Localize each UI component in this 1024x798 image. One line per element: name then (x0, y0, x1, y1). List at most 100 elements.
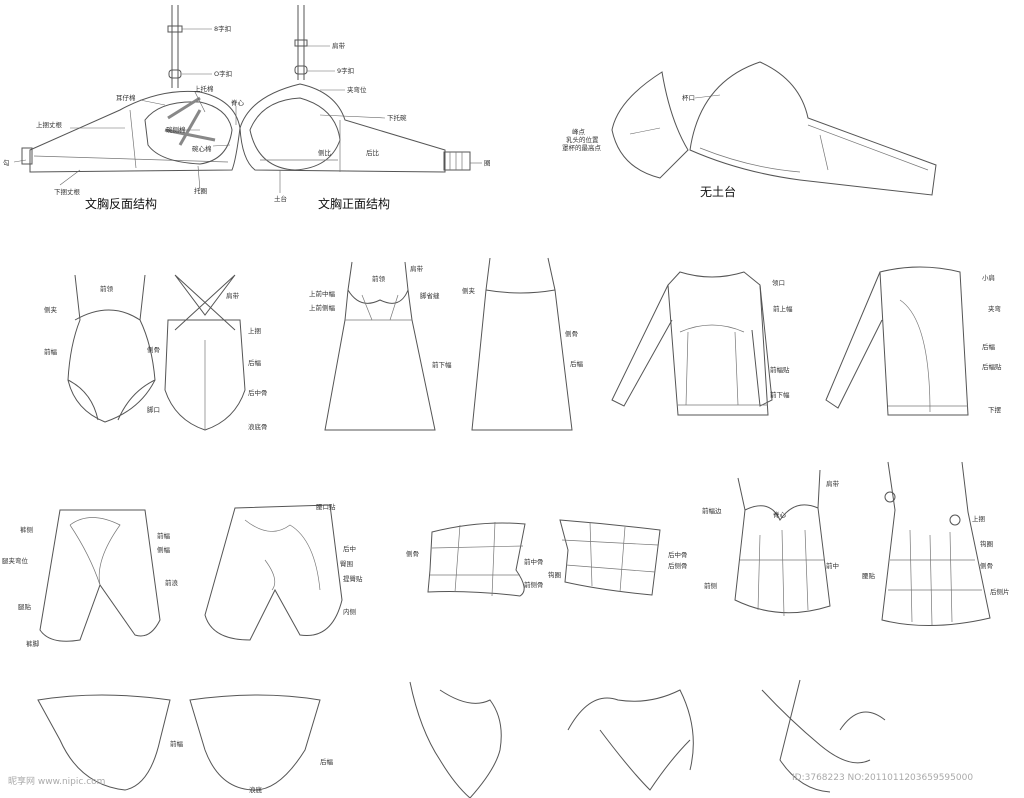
label-apex-note-1: 乳头的位置 (566, 135, 599, 144)
label-side-seam: 侧骨 (980, 561, 993, 570)
label-upper-front-center: 上前中幅 (309, 289, 336, 298)
label-leg-side: 裤侧 (20, 525, 33, 534)
longsleeve-front-seams (678, 324, 768, 406)
label-front-side: 前侧 (704, 581, 717, 590)
brief-diagram: 前幅 浪底 后幅 (37, 694, 334, 794)
brief-front (37, 694, 171, 791)
bodysuit-diagram: 前领 侧夹 前幅 侧骨 脚口 肩带 上捆 后幅 后中骨 浪底骨 (44, 274, 268, 431)
label-armhole: 夹弯 (988, 304, 1002, 313)
caption-bra-front: 文胸正面结构 (318, 196, 390, 211)
bra-back-shape (29, 90, 241, 173)
hook-eye-rows (449, 152, 463, 170)
sketch-3 (761, 679, 886, 793)
label-hem: 下摆 (988, 405, 1002, 414)
label-lower-front: 前下幅 (432, 360, 452, 369)
label-front-side-bone: 前侧骨 (524, 580, 544, 589)
label-upper-pad: 上托棉 (194, 84, 214, 93)
hook-eye-tape (443, 151, 471, 171)
label-upper-band: 上捆 (248, 326, 261, 335)
longsleeve-front-sleeves (611, 284, 773, 407)
label-front-center: 前中 (826, 561, 839, 570)
label-gusset: 浪底骨 (248, 422, 268, 431)
shorts-back-seams (244, 519, 321, 591)
label-back-panel: 后比 (366, 148, 380, 157)
left-ring (168, 69, 182, 79)
longsleeve-front-body (667, 271, 769, 416)
left-strap (171, 5, 179, 88)
left-slider (167, 25, 183, 33)
bra-front-shape (239, 83, 446, 173)
label-side-seam: 侧骨 (406, 549, 419, 558)
label-back-side-bone: 后侧骨 (668, 561, 688, 570)
bodysuit-front-leg (67, 379, 156, 421)
bra-diagram: 8字扣 O字扣 耳仔棉 上托棉 脊心 上捆丈根 碗侧棉 碗心棉 勾 下捆丈根 托… (3, 5, 491, 211)
right-ring (294, 65, 308, 75)
bra-back-cup (144, 101, 233, 165)
label-gore: 土台 (274, 194, 287, 203)
label-9-buckle: 9字扣 (337, 66, 354, 75)
label-side-seam: 侧骨 (565, 329, 578, 338)
label-side-pad: 碗侧棉 (166, 125, 186, 134)
bustier-back (881, 461, 991, 627)
label-loop: 圈 (484, 159, 491, 167)
label-apex: 峰点 (572, 127, 586, 136)
sketch-1 (409, 681, 502, 798)
label-front-patch: 前幅贴 (770, 365, 790, 374)
left-cup (611, 71, 689, 179)
label-back-side: 后侧片 (990, 587, 1010, 596)
label-armhole: 侧夹 (462, 286, 476, 295)
label-waist-patch: 腰贴 (862, 571, 876, 580)
body-sketches (409, 679, 886, 798)
label-hook-band: 钩圈 (548, 570, 561, 579)
slip-front-seams (345, 294, 412, 321)
label-o-ring: O字扣 (214, 69, 232, 78)
bodysuit-front (67, 274, 156, 423)
label-center-gore: 脊心 (231, 98, 245, 107)
label-gusset: 浪底 (249, 785, 263, 794)
longsleeve-back (825, 266, 969, 416)
bra-back-padding (164, 96, 216, 146)
label-cup-center: 碗心棉 (192, 144, 212, 153)
label-front-center-bone: 前中骨 (524, 557, 544, 566)
hook-end (21, 147, 33, 165)
right-cup-wing (689, 61, 937, 196)
label-lower-front: 前下幅 (770, 390, 790, 399)
label-inner-side: 内侧 (343, 607, 356, 616)
label-lower-band: 下捆丈根 (54, 187, 81, 196)
label-back-panel: 后幅 (570, 359, 584, 368)
label-hook: 勾 (3, 158, 10, 167)
corset-front (427, 522, 526, 597)
watermark: 昵享网 www.nipic.com ID:3768223 NO:20110112… (8, 773, 973, 787)
label-center: 脊心 (773, 510, 787, 519)
label-ring-position: 夹弯位 (347, 85, 367, 94)
label-front-neck: 前领 (372, 274, 386, 283)
label-wire: 托圈 (194, 186, 207, 195)
label-back-patch: 后幅贴 (982, 362, 1002, 371)
label-strap: 肩带 (226, 291, 240, 300)
label-upper-front: 前上幅 (773, 304, 793, 313)
corset-diagram: 侧骨 前中骨 前侧骨 钩圈 后中骨 后侧骨 (406, 519, 688, 597)
bustier-back-ring-left (884, 491, 896, 503)
corset-front-grid (430, 521, 524, 597)
label-8-buckle: 8字扣 (214, 24, 231, 33)
label-upper-band: 上捆丈根 (36, 120, 63, 129)
label-back-center: 后中 (343, 544, 356, 553)
label-strap: 肩带 (826, 479, 840, 488)
label-side-seam: 侧幅 (157, 545, 171, 554)
right-slider (294, 39, 308, 47)
corset-back (559, 519, 661, 596)
shorts-front-seams (69, 517, 121, 586)
label-side-panel: 侧比 (318, 148, 332, 157)
slip-back (471, 257, 573, 431)
bustier-back-bones (888, 529, 982, 626)
bra-back-seams (33, 109, 229, 169)
label-back-panel: 后幅 (982, 342, 996, 351)
shorts-back (204, 504, 343, 641)
label-back: 后幅 (320, 757, 334, 766)
label-hook-band: 钩圈 (980, 539, 993, 548)
label-front-neck: 前领 (100, 284, 114, 293)
label-apex-note-2: 罩杯的最高点 (562, 143, 602, 152)
label-shoulder: 小肩 (982, 273, 995, 282)
label-front-panel: 前幅 (44, 347, 58, 356)
